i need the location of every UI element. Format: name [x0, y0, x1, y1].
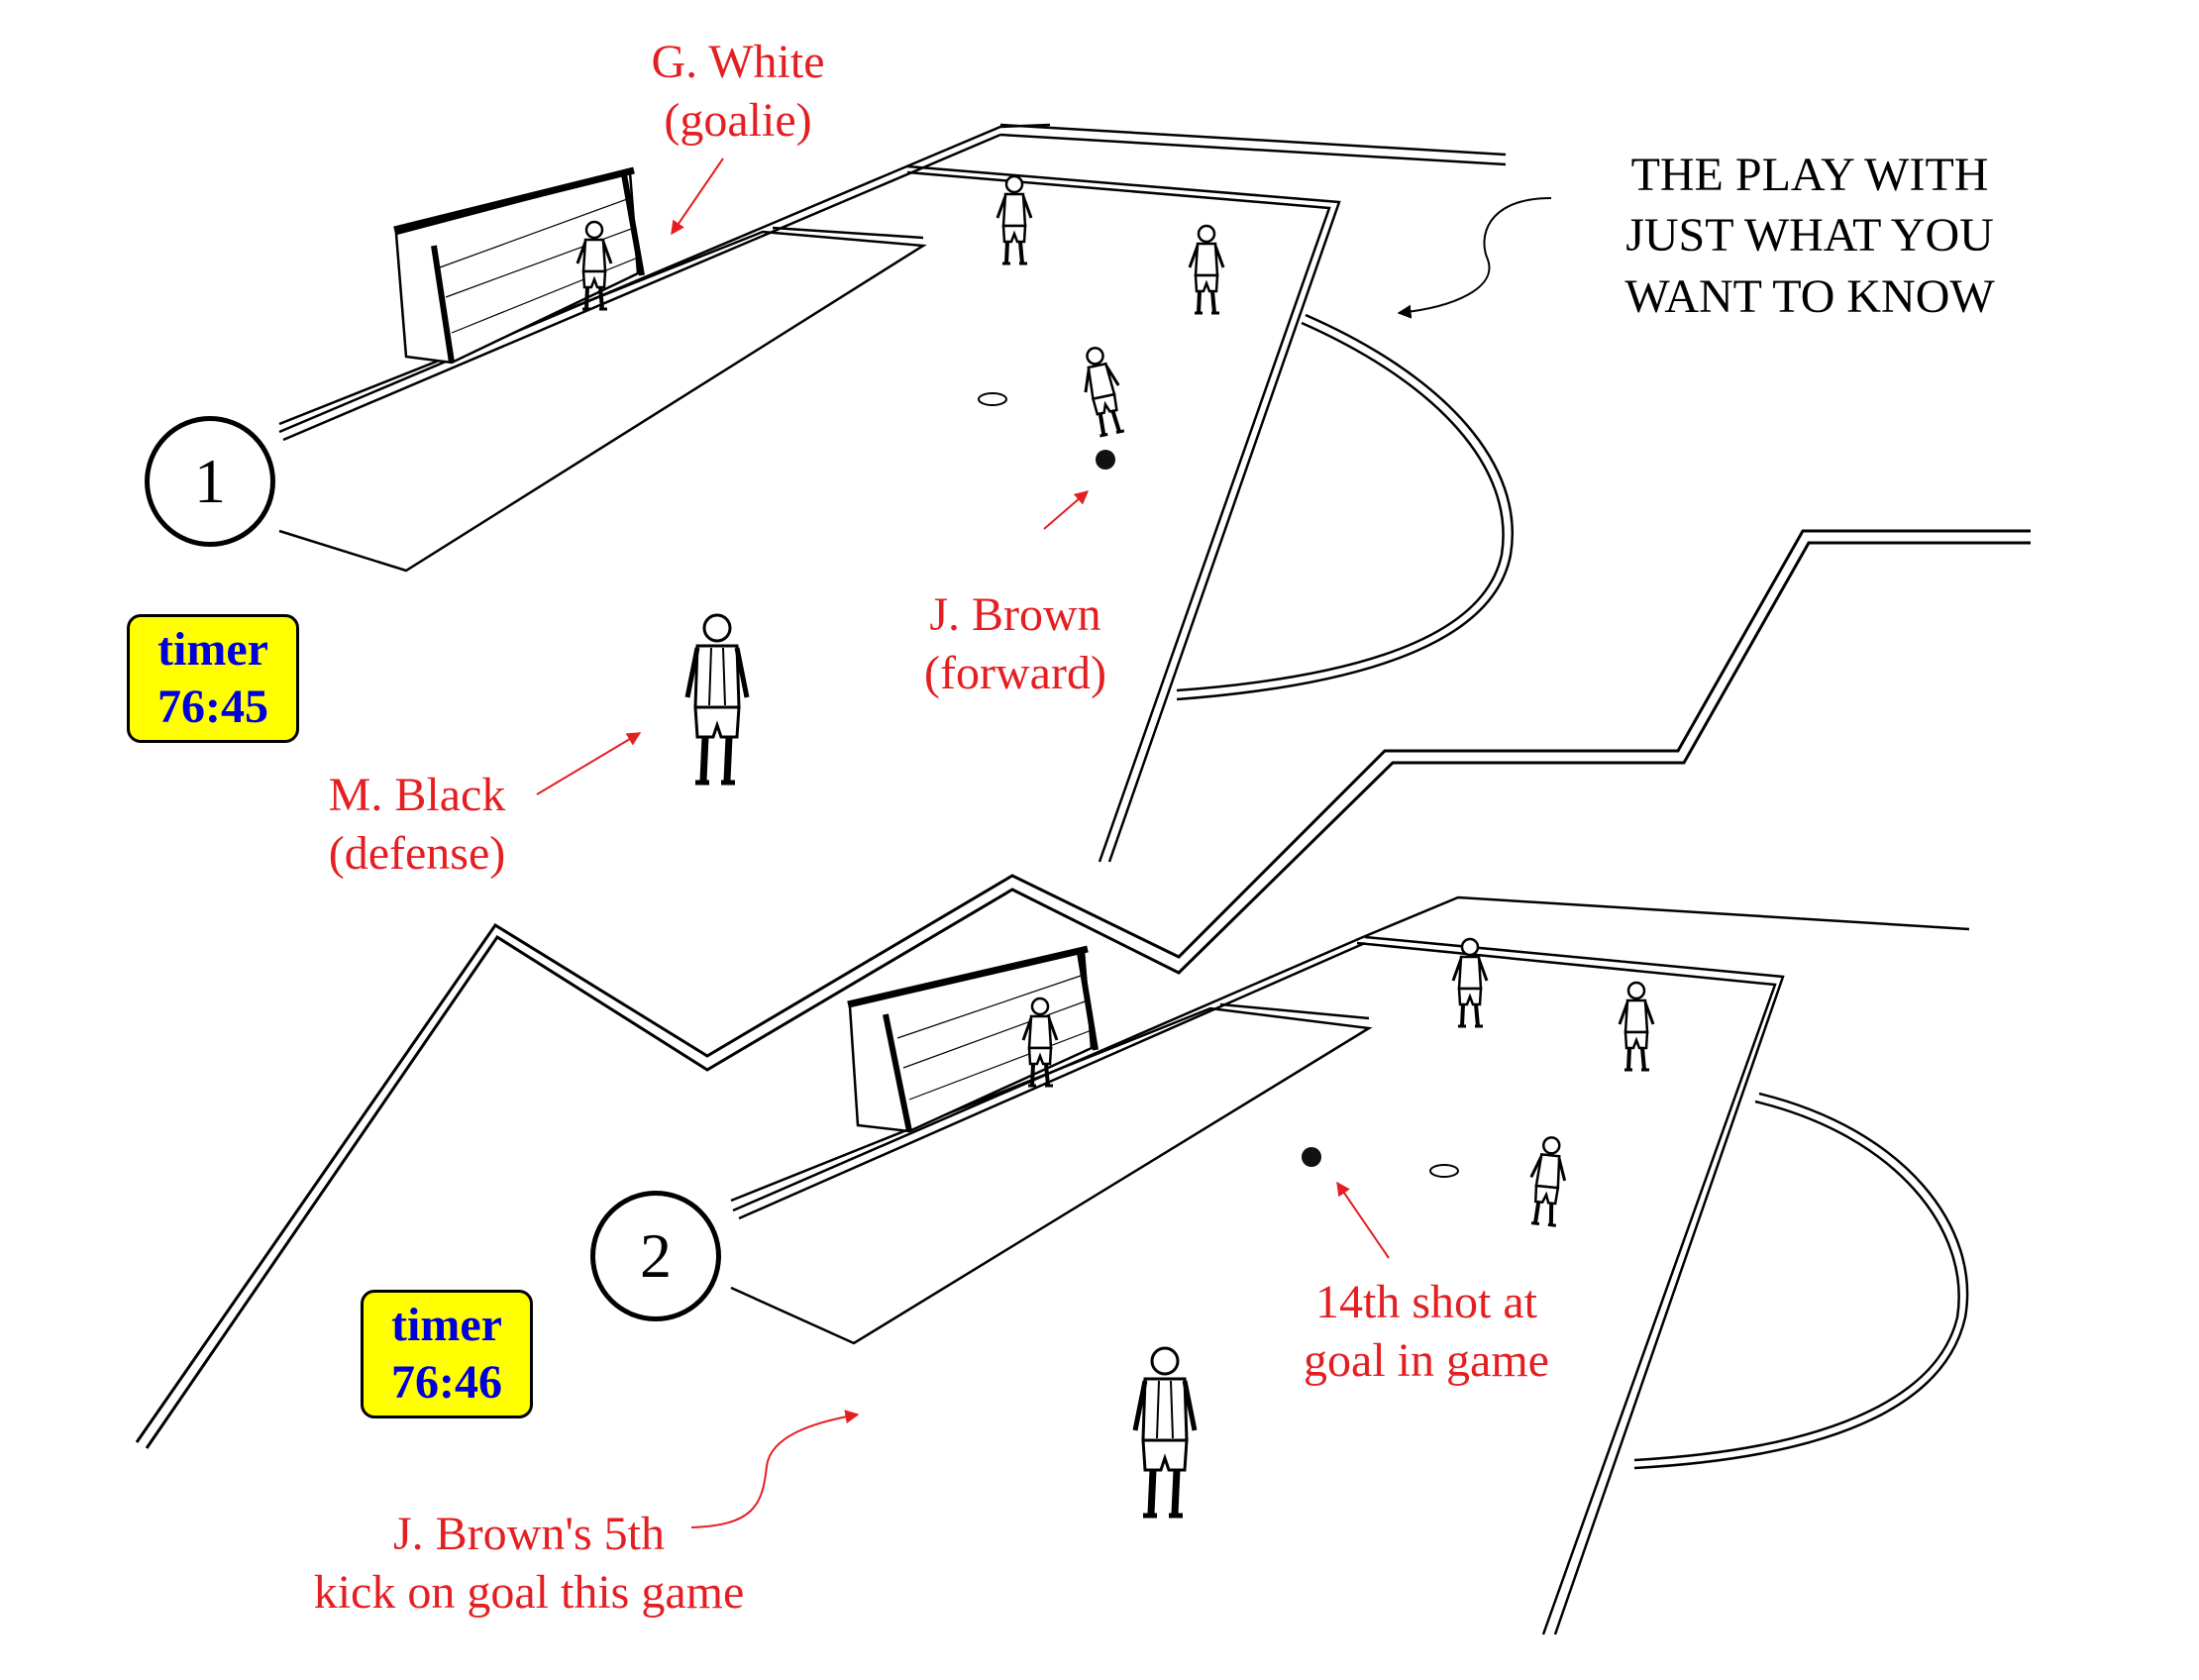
frame-number-1: 1 — [145, 416, 275, 547]
defense-player-1 — [687, 615, 747, 783]
teammate-player-1a — [995, 174, 1033, 265]
ball-2 — [1302, 1147, 1321, 1167]
timer-badge-1: timer 76:45 — [127, 614, 299, 743]
label-shot-line-2: goal in game — [1304, 1333, 1549, 1387]
label-forward-name: J. Brown — [929, 588, 1101, 641]
timer-value-2: 76:46 — [391, 1356, 502, 1409]
label-defense-role: (defense) — [328, 826, 506, 880]
frame-2-arrows — [690, 1181, 1390, 1528]
label-kick-line-1: J. Brown's 5th — [392, 1508, 665, 1560]
timer-value-1: 76:45 — [157, 681, 268, 733]
label-kick: J. Brown's 5th kick on goal this game — [271, 1506, 786, 1622]
label-goalie-name: G. White — [651, 36, 825, 88]
label-forward: J. Brown (forward) — [891, 586, 1139, 702]
frame-number-2: 2 — [590, 1191, 721, 1321]
frame-1-goal — [393, 166, 645, 365]
teammate-player-2b — [1618, 981, 1655, 1072]
timer-badge-2: timer 76:46 — [361, 1290, 533, 1418]
label-kick-line-2: kick on goal this game — [313, 1565, 745, 1619]
frame-1-field — [278, 123, 1514, 863]
headline-caption: THE PLAY WITH JUST WHAT YOU WANT TO KNOW — [1557, 145, 2062, 327]
label-defense-name: M. Black — [328, 769, 506, 821]
label-goalie: G. White (goalie) — [614, 34, 862, 150]
label-defense: M. Black (defense) — [293, 767, 541, 883]
frame-2-goal — [847, 945, 1099, 1133]
label-shot: 14th shot at goal in game — [1268, 1274, 1585, 1390]
timer-label-1: timer — [157, 623, 268, 677]
ball-1 — [1096, 450, 1115, 470]
label-forward-role: (forward) — [924, 646, 1106, 699]
caption-line-3: WANT TO KNOW — [1624, 269, 1995, 323]
timer-label-2: timer — [391, 1299, 502, 1352]
teammate-player-1b — [1188, 224, 1225, 315]
caption-line-1: THE PLAY WITH — [1630, 149, 1989, 201]
frame-1-arrows — [536, 158, 1552, 795]
forward-player-1 — [1075, 342, 1130, 440]
forward-player-2 — [1524, 1133, 1572, 1228]
label-goalie-role: (goalie) — [664, 93, 812, 147]
zigzag-separator — [135, 529, 2031, 1449]
defense-player-2 — [1135, 1348, 1195, 1516]
label-shot-line-1: 14th shot at — [1315, 1276, 1537, 1328]
caption-line-2: JUST WHAT YOU — [1625, 209, 1994, 262]
